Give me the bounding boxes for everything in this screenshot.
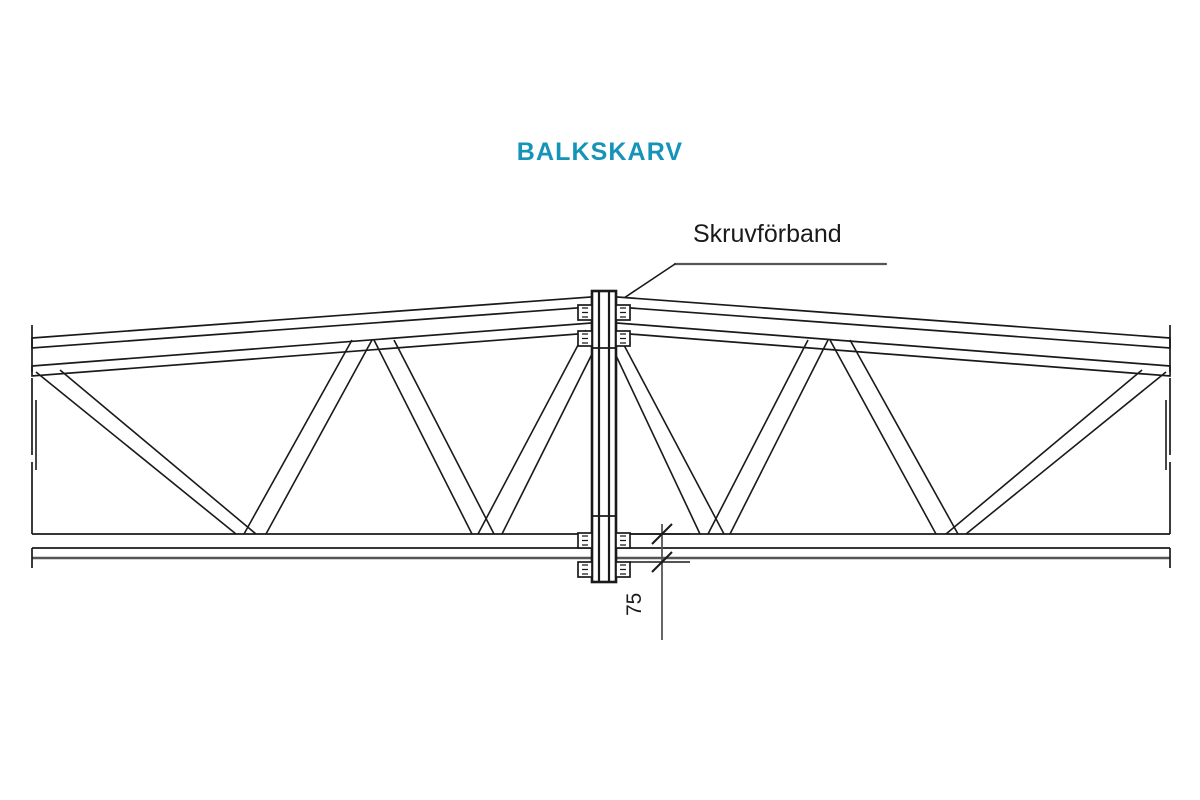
bolt-head xyxy=(577,330,631,347)
dimension-value-75: 75 xyxy=(623,593,646,616)
bolt-group-top xyxy=(577,304,631,347)
web-diagonals xyxy=(35,329,1167,535)
dimension-75: 75 xyxy=(623,523,690,640)
splice-plate xyxy=(590,289,618,584)
page-title: BALKSKARV xyxy=(517,138,683,166)
bolt-head xyxy=(577,561,631,578)
bolt-head xyxy=(577,532,631,549)
callout-label-skruvforband: Skruvförband xyxy=(693,220,842,248)
bolt-head xyxy=(577,304,631,321)
top-chord xyxy=(31,295,1171,377)
bolt-group-bottom xyxy=(577,532,631,578)
